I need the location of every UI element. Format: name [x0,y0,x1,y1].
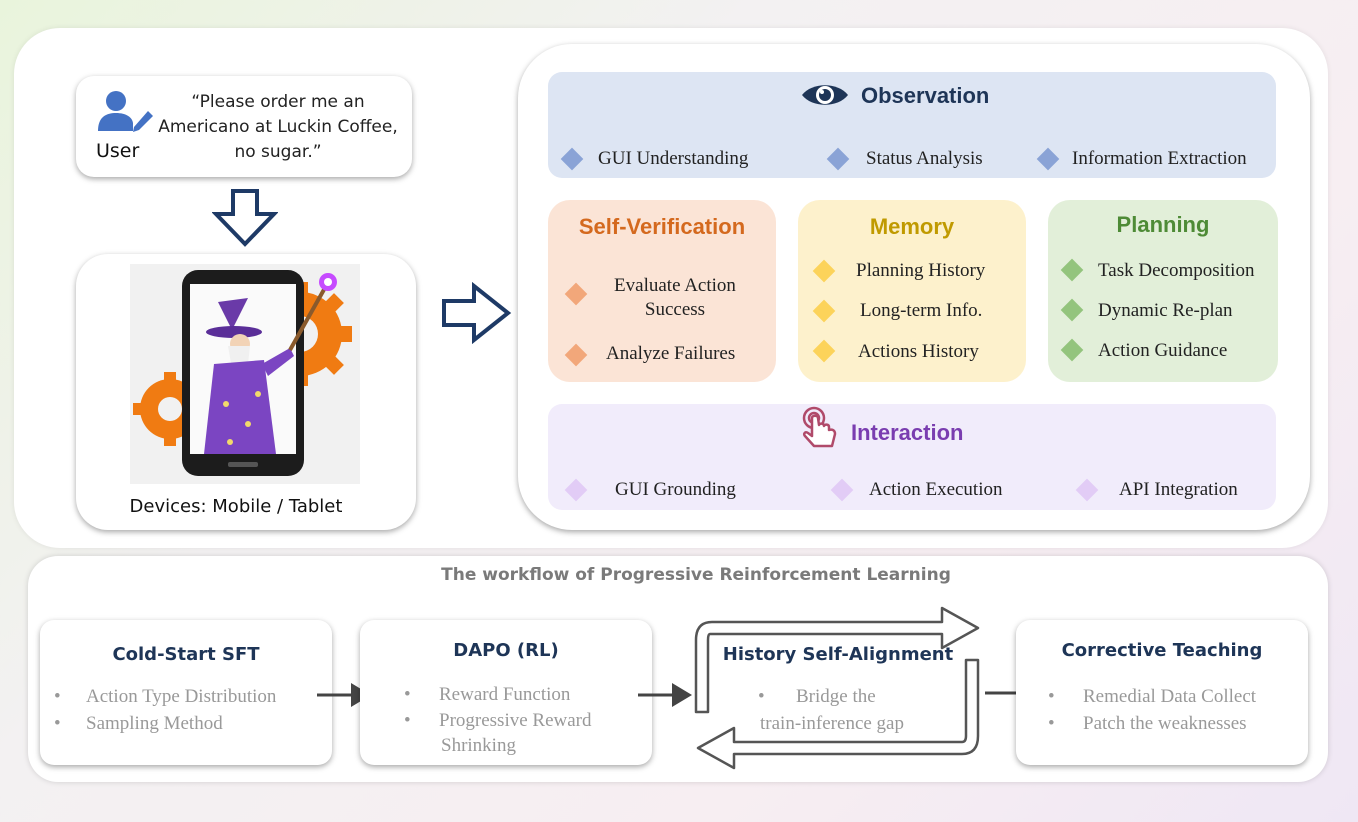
stage-bullet-text: Sampling Method [86,713,223,734]
device-caption: Devices: Mobile / Tablet [129,496,343,517]
memory-box: Memory Planning History Long-term Info. … [798,200,1026,382]
outline-arrow-down-icon [212,189,278,247]
wizard-phone-illustration [130,264,360,484]
stage-bullet-text: Reward Function [439,684,571,705]
observation-bullet [560,147,584,171]
planning-title: Planning [1116,212,1210,237]
planning-box: Planning Task Decomposition Dynamic Re-p… [1048,200,1278,382]
device-card: Devices: Mobile / Tablet [76,254,416,530]
memory-bullet [812,259,836,283]
quote-line-2: Americano at Luckin Coffee, [158,117,398,137]
stage-bullet-text: Progressive Reward [439,710,592,731]
memory-item-2: Long-term Info. [860,300,983,321]
memory-item-1: Planning History [856,260,986,281]
stage-bullet: • [758,686,765,707]
stage-title: Corrective Teaching [1061,640,1263,661]
self-verification-bullet [564,343,588,367]
user-edit-icon [98,91,153,132]
stage-bullet-text: Bridge the [796,686,876,707]
stage-bullet: • [1048,713,1055,734]
observation-item-2: Status Analysis [866,148,983,169]
observation-box: Observation GUI Understanding Status Ana… [548,72,1276,178]
planning-bullet [1060,338,1084,362]
user-quote: “Please order me an Americano at Luckin … [150,90,406,165]
memory-item-3: Actions History [858,341,979,362]
observation-bullet [1036,147,1060,171]
workflow-title: The workflow of Progressive Reinforcemen… [441,565,951,585]
stage-history-self-alignment: History Self-Alignment • Bridge the trai… [710,636,966,746]
planning-item-1: Task Decomposition [1098,260,1255,281]
stage-bullet-text: Shrinking [441,735,516,756]
touch-icon [802,406,837,448]
stage-bullet: • [1048,686,1055,707]
stage-bullet: • [404,710,411,731]
interaction-bullet [1075,478,1099,502]
eye-icon [802,85,848,105]
observation-item-1: GUI Understanding [598,148,749,169]
evaluate-action-line: Evaluate Action [614,275,736,296]
self-verification-title: Self-Verification [578,214,746,239]
interaction-title: Interaction [851,420,964,445]
success-line: Success [644,299,706,320]
interaction-bullet [830,478,854,502]
quote-line-1: “Please order me an [191,92,365,112]
stage-bullet: • [404,684,411,705]
arrow-right-icon [638,683,692,707]
user-label: User [96,140,140,162]
stage-corrective-teaching: Corrective Teaching • Remedial Data Coll… [1016,620,1308,765]
planning-bullet [1060,298,1084,322]
stage-dapo-rl: DAPO (RL) • Reward Function • Progressiv… [360,620,652,765]
stage-bullet: • [54,713,61,734]
memory-bullet [812,299,836,323]
planning-bullet [1060,258,1084,282]
interaction-item-3: API Integration [1119,479,1238,500]
self-verification-box: Self-Verification Evaluate Action Succes… [548,200,776,382]
user-request-card: User “Please order me an Americano at Lu… [76,76,412,177]
memory-title: Memory [869,214,955,239]
outline-arrow-right-icon [442,282,512,344]
stage-title: Cold-Start SFT [112,644,260,665]
self-verification-bullet [564,282,588,306]
interaction-item-2: Action Execution [869,479,1003,500]
stage-bullet-text: Action Type Distribution [86,686,277,707]
stage-bullet-text: Patch the weaknesses [1083,713,1247,734]
stage-cold-start-sft: Cold-Start SFT • Action Type Distributio… [40,620,332,765]
cycle-arrow-icon [694,606,980,770]
stage-title: History Self-Alignment [722,644,954,665]
interaction-bullet [564,478,588,502]
observation-item-3: Information Extraction [1072,148,1247,169]
observation-bullet [826,147,850,171]
self-verification-item-1: Evaluate Action Success [600,274,750,322]
planning-item-2: Dynamic Re-plan [1098,300,1233,321]
stage-bullet: • [54,686,61,707]
self-verification-item-2: Analyze Failures [606,343,736,364]
quote-line-3: no sugar.” [234,142,322,162]
stage-bullet-text: Remedial Data Collect [1083,686,1257,707]
interaction-box: Interaction GUI Grounding Action Executi… [548,404,1276,510]
observation-title: Observation [861,83,990,108]
stage-bullet-text: train-inference gap [760,713,904,734]
interaction-item-1: GUI Grounding [615,479,736,500]
stage-title: DAPO (RL) [453,640,559,661]
planning-item-3: Action Guidance [1098,340,1228,361]
memory-bullet [812,339,836,363]
